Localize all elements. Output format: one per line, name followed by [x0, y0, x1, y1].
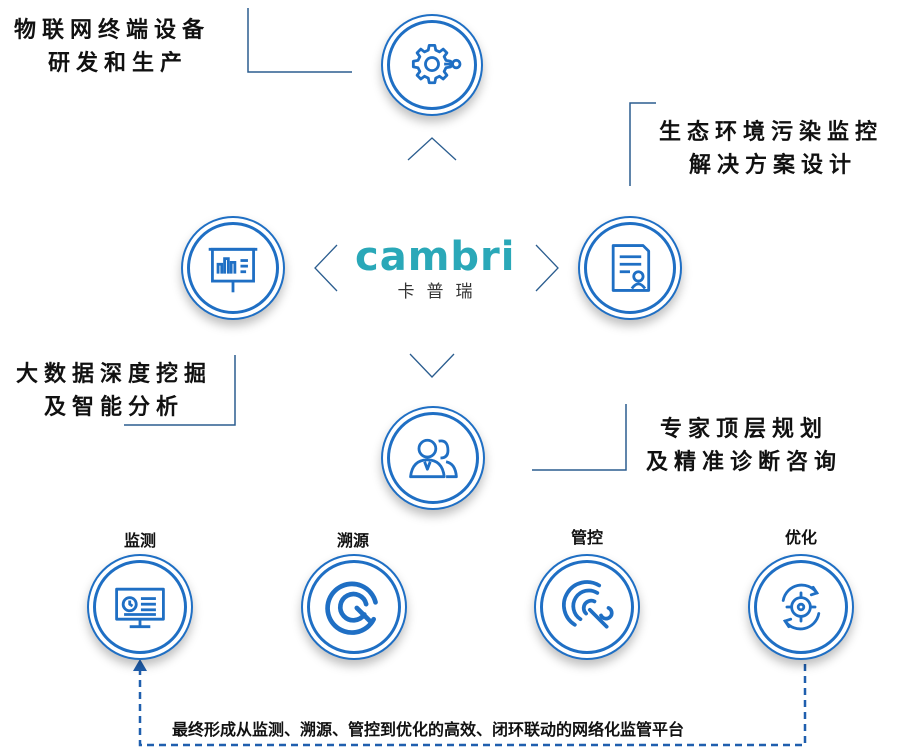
step-label-control: 管控	[570, 528, 604, 547]
node-bigdata	[187, 222, 279, 314]
team-people-icon	[409, 438, 458, 479]
node-iot	[387, 20, 477, 110]
control-wrench-icon	[562, 580, 614, 629]
logo-wordmark: cambri	[355, 234, 516, 280]
label-expert: 专家顶层规划 及精准诊断咨询	[646, 413, 842, 479]
step-monitor	[93, 560, 187, 654]
logo-subtitle: 卡普瑞	[397, 282, 485, 302]
document-certificate-icon	[611, 244, 651, 292]
label-bigdata-line1: 大数据深度挖掘	[16, 362, 213, 387]
label-bigdata-line2: 及智能分析	[44, 395, 185, 420]
label-bigdata: 大数据深度挖掘 及智能分析	[16, 358, 212, 424]
gear-network-icon	[411, 44, 462, 85]
connector-bigdata	[124, 355, 236, 426]
step-label-monitor: 监测	[123, 531, 157, 550]
label-iot-line2: 研发和生产	[48, 51, 189, 76]
step-optimize	[754, 560, 848, 654]
label-expert-line2: 及精准诊断咨询	[646, 450, 843, 475]
connector-expert	[532, 404, 627, 471]
brand-logo: cambri 卡普瑞	[355, 235, 515, 305]
node-eco	[584, 222, 676, 314]
label-eco-line2: 解决方案设计	[689, 153, 858, 178]
step-trace	[307, 560, 401, 654]
connector-iot	[247, 8, 352, 73]
optimize-crosshair-icon	[781, 583, 821, 631]
label-eco: 生态环境污染监控 解决方案设计	[659, 116, 883, 182]
label-eco-line1: 生态环境污染监控	[659, 120, 884, 145]
monitor-dashboard-icon	[115, 587, 165, 629]
step-label-trace: 溯源	[336, 531, 370, 550]
chart-presentation-icon	[208, 247, 258, 293]
label-expert-line1: 专家顶层规划	[660, 417, 829, 442]
label-iot: 物联网终端设备 研发和生产	[14, 14, 210, 80]
connector-eco	[629, 102, 656, 186]
step-control	[540, 560, 634, 654]
chevron-left-icon	[314, 244, 338, 292]
chevron-down-icon	[409, 353, 455, 378]
node-expert	[387, 412, 479, 504]
chevron-up-icon	[407, 137, 457, 161]
step-label-optimize: 优化	[784, 528, 818, 547]
chevron-right-icon	[535, 244, 559, 292]
loop-dashed-line	[138, 658, 807, 747]
label-iot-line1: 物联网终端设备	[14, 18, 211, 43]
summary-text: 最终形成从监测、溯源、管控到优化的高效、闭环联动的网络化监管平台	[172, 720, 685, 739]
loop-arrow-head	[133, 659, 147, 671]
trace-target-icon	[325, 581, 378, 635]
